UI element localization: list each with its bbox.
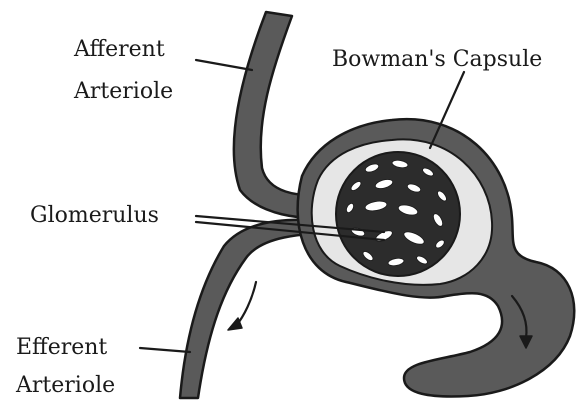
afferent-label-line1: Afferent [73, 37, 165, 62]
efferent-flow-arrow [228, 282, 256, 330]
efferent-label-line2: Arteriole [15, 373, 115, 398]
glomerulus-tuft [336, 152, 460, 276]
afferent-label-line2: Arteriole [73, 79, 173, 104]
glomerulus-label: Glomerulus [30, 203, 159, 228]
efferent-label-line1: Efferent [16, 335, 107, 360]
efferent-leader-line [140, 348, 190, 352]
afferent-leader-line [196, 60, 252, 70]
bowmans-capsule-label: Bowman's Capsule [332, 47, 542, 72]
